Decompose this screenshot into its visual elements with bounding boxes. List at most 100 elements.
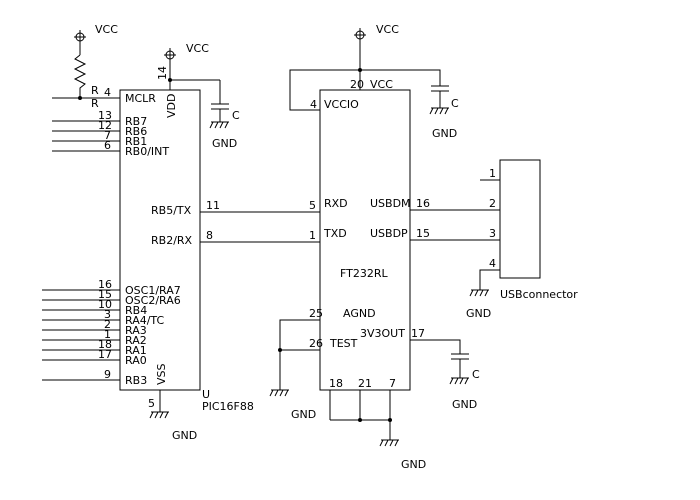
- pin-num-ra3: 2: [104, 318, 111, 331]
- vdd-cap-label: C: [232, 109, 240, 122]
- pin-name-vdd: VDD: [165, 94, 178, 118]
- pin-name-rb7: RB7: [125, 115, 147, 128]
- ft-pin-name-vccio: VCCIO: [324, 98, 359, 111]
- usb-gnd-wire: [479, 269, 500, 290]
- ft-pin-name-agnd: AGND: [343, 307, 376, 320]
- usb-connector: 1 2 3 4 USBconnector GND: [466, 159, 578, 320]
- test-junction: [278, 348, 282, 352]
- ft-pin-name-v3out: 3V3OUT: [360, 327, 405, 340]
- pin-name-rb5: RB5/TX: [151, 204, 192, 217]
- pin-num-rb5: 11: [206, 199, 220, 212]
- vdd-vcc-symbol: VCC: [164, 42, 209, 90]
- vdd-vcc-label: VCC: [186, 42, 209, 55]
- usb-pin-1: 1: [489, 167, 496, 180]
- pin-name-rb6: RB6: [125, 125, 147, 138]
- ft-name-label: FT232RL: [340, 267, 388, 280]
- ft-pin-num-21: 21: [358, 377, 372, 390]
- ft-pin-num-test: 26: [309, 337, 323, 350]
- ft-pin-num-vccio: 4: [310, 98, 317, 111]
- agnd-wire: [279, 319, 320, 390]
- pin-num-rb0: 6: [104, 139, 111, 152]
- pin-num-mclr: 4: [104, 86, 111, 99]
- pic16f88-chip: U PIC16F88 VCC R R 4 MCLR 13 RB7 12 RB6 …: [42, 23, 320, 442]
- pin-name-ra2: RA2: [125, 334, 147, 347]
- pic-body: [119, 89, 201, 391]
- pin-name-rb0: RB0/INT: [125, 145, 169, 158]
- ft-pin-num-agnd: 25: [309, 307, 323, 320]
- pin-name-rb4: RB4: [125, 304, 147, 317]
- pic-u-label: U: [202, 388, 210, 401]
- pin-num-ra1: 18: [98, 338, 112, 351]
- ft-pin-name-test: TEST: [329, 337, 358, 350]
- pin-name-rb3: RB3: [125, 374, 147, 387]
- ft-vcc-label: VCC: [376, 23, 399, 36]
- resistor-label-2: R: [91, 97, 99, 110]
- pin-name-mclr: MCLR: [125, 92, 156, 105]
- ft-vcc-gnd-label: GND: [432, 127, 457, 140]
- ft-pin-name-txd: TXD: [323, 227, 347, 240]
- gnd-junction-21: [358, 418, 362, 422]
- usb-pin-4: 4: [489, 257, 496, 270]
- pin-num-rb3: 9: [104, 368, 111, 381]
- pin-num-osc2: 15: [98, 288, 112, 301]
- ft232rl-chip: FT232RL VCC 20 VCC 4 VCCIO C GND: [269, 23, 500, 471]
- agnd-ground-icon: GND: [269, 389, 316, 421]
- pin-name-vss: VSS: [155, 363, 168, 385]
- pin-name-osc1: OSC1/RA7: [125, 284, 181, 297]
- ft-pin-name-vcc: VCC: [370, 78, 393, 91]
- vdd-capacitor: C: [170, 79, 240, 122]
- ft-pin-name-usbdm: USBDM: [370, 197, 411, 210]
- vccio-wire: [289, 69, 441, 111]
- ft-body: [319, 89, 411, 391]
- pin-num-rb2: 8: [206, 229, 213, 242]
- pin-num-rb4: 10: [98, 298, 112, 311]
- gnd-junction-7: [388, 418, 392, 422]
- mclr-vcc-symbol: VCC: [74, 23, 118, 55]
- ft-bottom-gnd-label: GND: [401, 458, 426, 471]
- ft-pin-num-rxd: 5: [309, 199, 316, 212]
- ft-pin-num-txd: 1: [309, 229, 316, 242]
- pic-name-label: PIC16F88: [202, 400, 254, 413]
- usb-pin-3: 3: [489, 227, 496, 240]
- pullup-resistor: [73, 54, 87, 98]
- ft-pin-num-18: 18: [329, 377, 343, 390]
- mclr-vcc-label: VCC: [95, 23, 118, 36]
- pin-name-ra0: RA0: [125, 354, 147, 367]
- pin-name-rb2: RB2/RX: [151, 234, 193, 247]
- v3out-cap-label: C: [472, 368, 480, 381]
- agnd-gnd-label: GND: [291, 408, 316, 421]
- ft-pin-num-v3out: 17: [411, 327, 425, 340]
- usb-gnd-label: GND: [466, 307, 491, 320]
- v3out-gnd-label: GND: [452, 398, 477, 411]
- vdd-gnd-label: GND: [212, 137, 237, 150]
- ft-pin-num-vcc: 20: [350, 78, 364, 91]
- ft-vcc-cap-ground-icon: GND: [429, 107, 457, 140]
- v3out-ground-icon: GND: [449, 377, 477, 411]
- ft-pin-num-usbdp: 15: [416, 227, 430, 240]
- usb-body: [499, 159, 541, 279]
- pin-name-ra4: RA4/TC: [125, 314, 165, 327]
- pin-num-ra0: 17: [98, 348, 112, 361]
- vss-gnd-label: GND: [172, 429, 197, 442]
- ft-pin-name-rxd: RXD: [324, 197, 348, 210]
- v3out-wire: [410, 339, 461, 354]
- vdd-cap-ground-icon: GND: [209, 121, 237, 150]
- pin-num-rb1: 7: [104, 129, 111, 142]
- resistor-label-1: R: [91, 84, 99, 97]
- ft-vcc-cap-label: C: [451, 97, 459, 110]
- pin-name-ra3: RA3: [125, 324, 147, 337]
- usb-name-label: USBconnector: [500, 288, 578, 301]
- ft-pin-num-7: 7: [389, 377, 396, 390]
- pin-num-ra2: 1: [104, 328, 111, 341]
- pin-num-rb7: 13: [98, 109, 112, 122]
- pin-name-ra1: RA1: [125, 344, 147, 357]
- ft-vcc-symbol: VCC: [354, 23, 399, 90]
- ft-bottom-ground-icon: GND: [379, 439, 426, 471]
- ft-vcc-capacitor: C: [431, 85, 459, 110]
- pin-num-ra4: 3: [104, 308, 111, 321]
- pin-name-osc2: OSC2/RA6: [125, 294, 181, 307]
- ft-pin-name-usbdp: USBDP: [370, 227, 408, 240]
- ft-pin-num-usbdm: 16: [416, 197, 430, 210]
- usb-ground-icon: GND: [466, 289, 491, 320]
